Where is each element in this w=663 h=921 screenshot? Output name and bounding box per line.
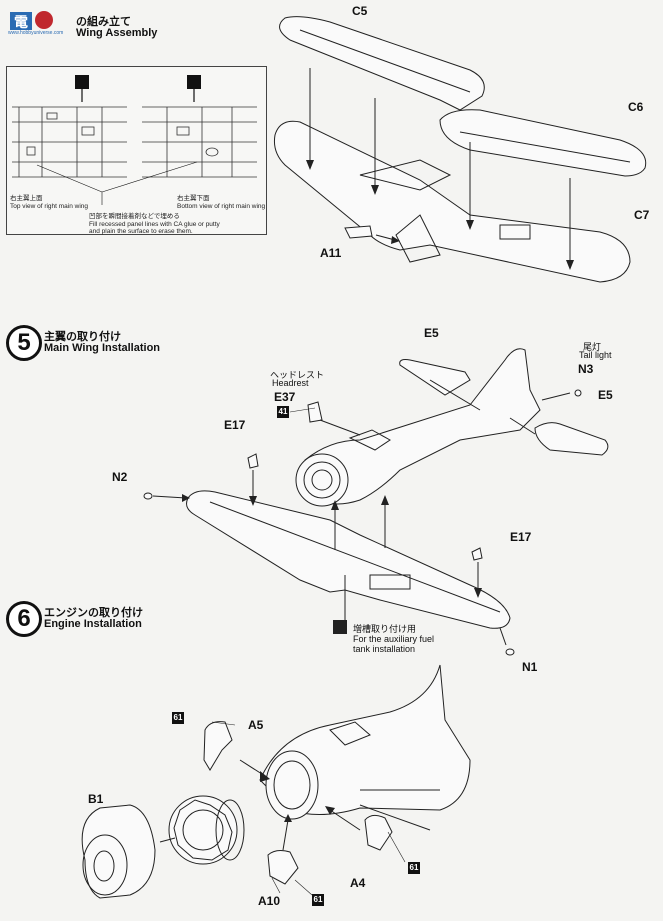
inset-left-caption-en: Top view of right main wing <box>10 203 89 210</box>
part-e37: E37 <box>274 390 296 404</box>
headrest-label-jp: ヘッドレスト <box>270 370 325 380</box>
paint-code-a10: 61 <box>312 894 324 906</box>
site-logo: 電 www.hobbyuniverse.com <box>4 8 74 36</box>
tail-light-label-en: Tail light <box>579 350 612 360</box>
part-a5: A5 <box>248 718 264 732</box>
logo-graphic <box>10 11 53 30</box>
part-e17-left: E17 <box>224 418 246 432</box>
step6-number: 6 <box>6 601 42 637</box>
inset-note-en-2: and plain the surface to erase them. <box>89 228 193 235</box>
part-a4: A4 <box>350 876 366 890</box>
part-e5-right: E5 <box>598 388 613 402</box>
step6-title-jp: エンジンの取り付け <box>44 607 143 619</box>
inset-left-caption-jp: 右主翼上面 <box>10 195 43 202</box>
logo-site: www.hobbyuniverse.com <box>8 30 64 36</box>
wing-detail-inset: 右主翼上面 Top view of right main wing 右主翼下面 … <box>6 66 267 235</box>
step5-title-en: Main Wing Installation <box>44 342 161 354</box>
inset-right-caption-en: Bottom view of right main wing <box>177 203 266 210</box>
inset-right-caption-jp: 右主翼下面 <box>177 195 210 202</box>
part-b1: B1 <box>88 792 104 806</box>
part-n1: N1 <box>522 660 538 674</box>
step4-title-en: Wing Assembly <box>76 27 158 39</box>
part-c5: C5 <box>352 4 368 18</box>
step4-title-jp: の組み立て <box>76 16 131 28</box>
part-n2: N2 <box>112 470 128 484</box>
part-c7: C7 <box>634 208 650 222</box>
part-a11: A11 <box>320 246 342 260</box>
part-n3: N3 <box>578 362 594 376</box>
part-e5-top: E5 <box>424 326 439 340</box>
step5-title-jp: 主翼の取り付け <box>44 331 121 343</box>
step6-title-en: Engine Installation <box>44 618 142 630</box>
part-e17-right: E17 <box>510 530 532 544</box>
paint-code-e37: 41 <box>277 406 289 418</box>
headrest-label-en: Headrest <box>272 378 309 388</box>
part-c6: C6 <box>628 100 644 114</box>
part-a10: A10 <box>258 894 281 908</box>
aux-tank-label-en-2: tank installation <box>353 644 416 654</box>
paint-code-a5: 61 <box>172 712 184 724</box>
tail-light-label-jp: 尾灯 <box>583 342 602 352</box>
inset-drawing <box>12 75 257 205</box>
step5-number: 5 <box>6 325 42 361</box>
inset-note-en-1: Fill recessed panel lines with CA glue o… <box>89 221 220 228</box>
aux-tank-label-en-1: For the auxiliary fuel <box>353 634 435 644</box>
aux-tank-label-jp: 増槽取り付け用 <box>353 624 417 634</box>
inset-note-jp: 凹部を瞬間接着剤などで埋める <box>89 213 180 220</box>
logo-char: 電 <box>14 14 28 30</box>
paint-code-a4: 61 <box>408 862 420 874</box>
